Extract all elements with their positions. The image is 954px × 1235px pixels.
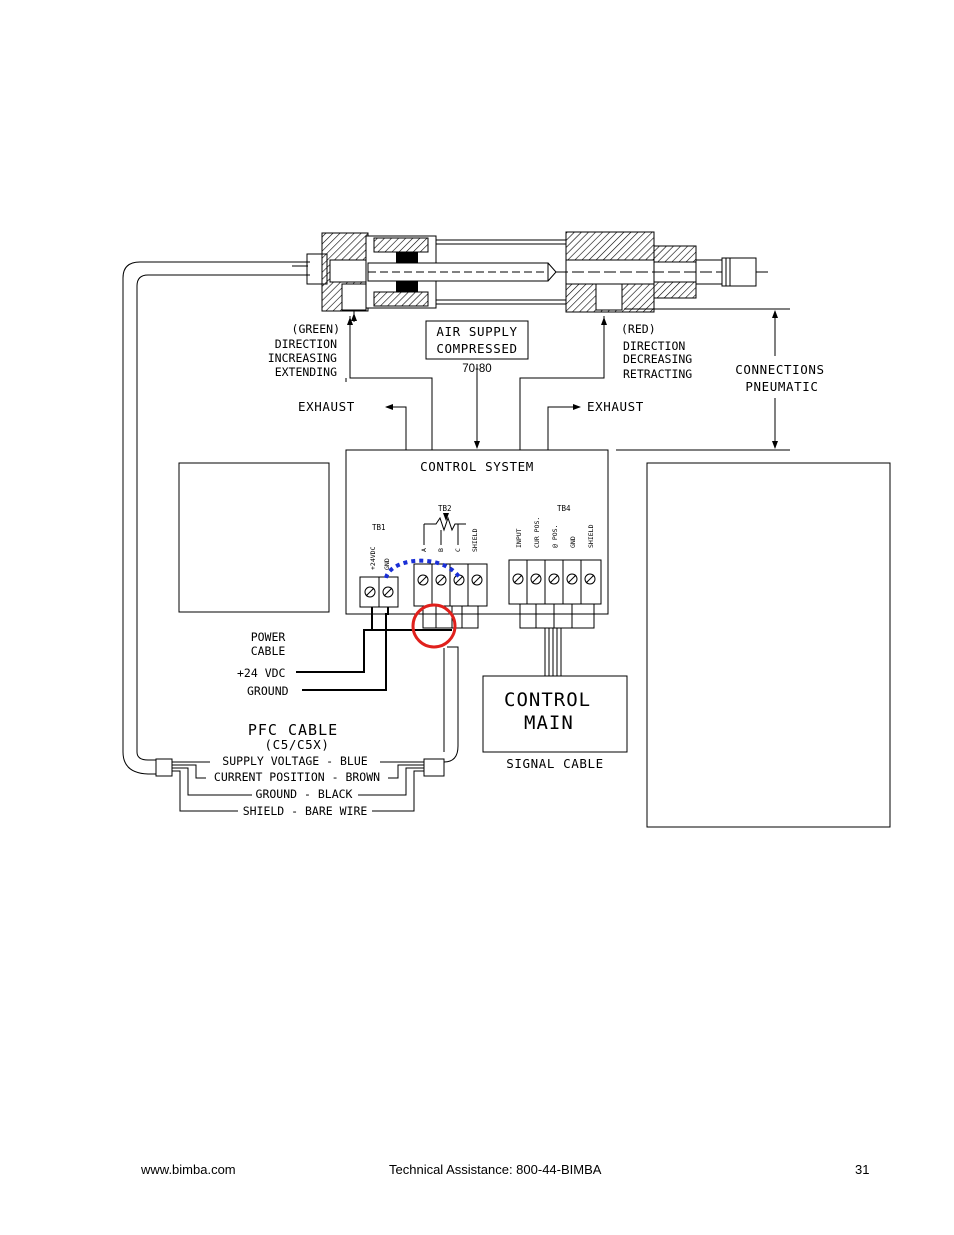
svg-text:+24 VDC: +24 VDC: [237, 666, 286, 680]
pneumatic-connections-label: CONNECTIONS PNEUMATIC: [735, 362, 824, 394]
tb1-label: TB1: [372, 523, 386, 532]
svg-text:DIRECTION: DIRECTION: [275, 337, 337, 351]
svg-text:DECREASING: DECREASING: [623, 352, 692, 366]
svg-text:70-80: 70-80: [462, 363, 491, 375]
exhaust-right-label: EXHAUST: [587, 399, 644, 414]
svg-text:(C5/C5X): (C5/C5X): [264, 737, 329, 752]
pfc-wire-current-position: CURRENT POSITION - BROWN: [214, 770, 380, 784]
tb2-terminal-shield: SHIELD: [471, 528, 479, 552]
tb2-terminal-b: B: [437, 548, 445, 552]
main-control-box: CONTROL MAIN SIGNAL CABLE: [482, 675, 628, 771]
tb4-terminal-gnd: GND: [569, 536, 577, 548]
footer-page-number: 31: [855, 1162, 870, 1177]
tb1-terminal-gnd: GND: [383, 558, 391, 570]
red-direction-label: (RED) DIRECTION DECREASING RETRACTING: [621, 322, 692, 381]
pfc-wire-supply-voltage: SUPPLY VOLTAGE - BLUE: [222, 754, 367, 768]
svg-text:DIRECTION: DIRECTION: [623, 339, 685, 353]
footer-website: www.bimba.com: [141, 1162, 236, 1177]
svg-text:CABLE: CABLE: [251, 644, 286, 658]
svg-text:INCREASING: INCREASING: [268, 351, 337, 365]
tb4-terminal-cur-pos: CUR POS.: [533, 517, 541, 548]
svg-text:MAIN: MAIN: [524, 712, 574, 734]
tb2-terminal-c: C: [454, 548, 462, 552]
pfc-cable-path: [122, 261, 459, 812]
pfc-wire-shield: SHIELD - BARE WIRE: [243, 804, 368, 818]
svg-text:CONTROL SYSTEM: CONTROL SYSTEM: [420, 459, 534, 474]
svg-text:(RED): (RED): [621, 322, 656, 336]
svg-text:CONNECTIONS: CONNECTIONS: [735, 362, 824, 377]
power-cable-label: POWER CABLE +24 VDC GROUND: [237, 630, 289, 698]
pneumatic-lines: [345, 308, 790, 451]
svg-text:POWER: POWER: [251, 630, 286, 644]
pfc-cable-label: PFC CABLE (C5/C5X) SUPPLY VOLTAGE - BLUE…: [214, 721, 380, 818]
tb4-terminal-shield: SHIELD: [587, 524, 595, 548]
power-wiring: [296, 607, 452, 691]
tb4-terminal-input: INPUT: [515, 528, 523, 548]
cylinder-drawing: [292, 231, 768, 313]
green-direction-label: (GREEN) DIRECTION INCREASING EXTENDING: [268, 322, 340, 379]
svg-text:EXTENDING: EXTENDING: [275, 365, 337, 379]
air-supply-label: AIR SUPPLY COMPRESSED 70-80: [425, 320, 529, 375]
right-empty-box: [646, 462, 891, 828]
svg-text:GROUND: GROUND: [247, 684, 289, 698]
tb1-terminal-24vdc: +24VDC: [369, 546, 377, 570]
highlight-circle: [411, 603, 457, 649]
tb2-label: TB2: [438, 504, 452, 513]
svg-text:COMPRESSED: COMPRESSED: [436, 341, 517, 356]
signal-cable-label: SIGNAL CABLE: [506, 756, 604, 771]
svg-text:PNEUMATIC: PNEUMATIC: [745, 379, 818, 394]
tb4-label: TB4: [557, 504, 571, 513]
svg-text:(GREEN): (GREEN): [292, 322, 340, 336]
svg-text:RETRACTING: RETRACTING: [623, 367, 692, 381]
svg-text:CONTROL: CONTROL: [504, 689, 591, 711]
footer-technical-assistance: Technical Assistance: 800-44-BIMBA: [389, 1162, 602, 1177]
svg-text:AIR SUPPLY: AIR SUPPLY: [436, 324, 517, 339]
tb2-terminal-a: A: [420, 548, 428, 552]
control-system-box: CONTROL SYSTEM TB1 +24VDC GND TB2 A B C …: [345, 449, 609, 615]
svg-text:PFC CABLE: PFC CABLE: [248, 721, 338, 739]
exhaust-left-label: EXHAUST: [298, 399, 355, 414]
tb4-terminal-at-pos: @ POS.: [551, 525, 559, 548]
pfc-wire-ground: GROUND - BLACK: [256, 787, 353, 801]
left-empty-box: [178, 462, 330, 613]
signal-wiring: [519, 604, 595, 676]
